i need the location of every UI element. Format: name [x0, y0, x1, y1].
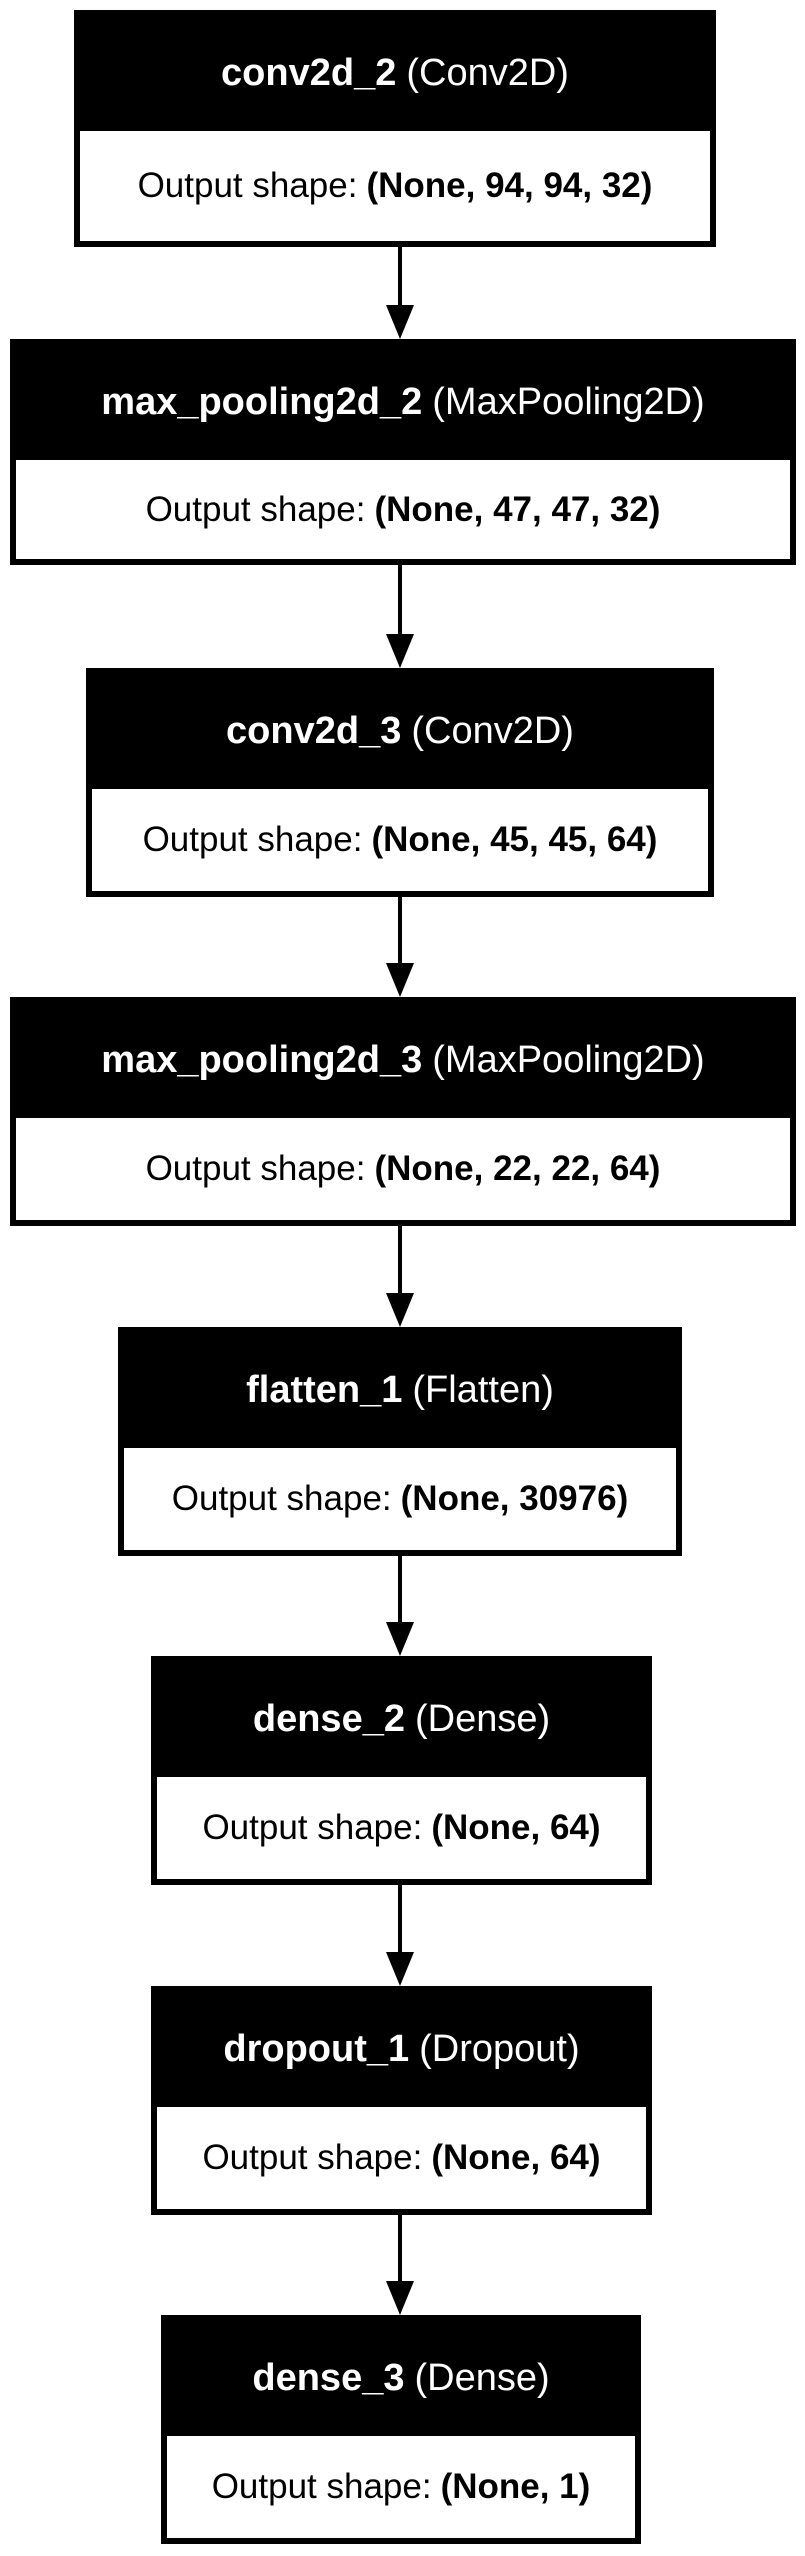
layer-name: conv2d_3 — [226, 710, 402, 752]
layer-type: (MaxPooling2D) — [432, 381, 705, 423]
layer-name: max_pooling2d_3 — [101, 1039, 423, 1081]
layer-node-dense-2: dense_2(Dense) Output shape:(None, 64) — [151, 1656, 652, 1885]
layer-header: max_pooling2d_2(MaxPooling2D) — [16, 345, 790, 460]
output-shape-value: (None, 64) — [431, 1808, 601, 1847]
layer-node-max-pooling2d-3: max_pooling2d_3(MaxPooling2D) Output sha… — [10, 997, 796, 1226]
output-shape-value: (None, 22, 22, 64) — [374, 1149, 661, 1188]
edge-arrow-7 — [386, 2213, 414, 2315]
layer-type: (Dropout) — [419, 2028, 580, 2070]
layer-type: (Conv2D) — [406, 52, 569, 94]
layer-output: Output shape:(None, 22, 22, 64) — [16, 1118, 790, 1220]
layer-name: dropout_1 — [223, 2028, 410, 2070]
edge-arrow-3 — [386, 895, 414, 997]
output-shape-label: Output shape: — [171, 1479, 392, 1518]
layer-output: Output shape:(None, 64) — [157, 1777, 646, 1879]
layer-output: Output shape:(None, 47, 47, 32) — [16, 460, 790, 559]
layer-type: (MaxPooling2D) — [432, 1039, 705, 1081]
edge-arrow-2 — [386, 563, 414, 668]
layer-name: dense_3 — [252, 2357, 405, 2399]
output-shape-label: Output shape: — [211, 2467, 432, 2506]
output-shape-label: Output shape: — [202, 1808, 423, 1847]
layer-node-max-pooling2d-2: max_pooling2d_2(MaxPooling2D) Output sha… — [10, 339, 796, 565]
output-shape-value: (None, 1) — [440, 2467, 591, 2506]
layer-node-dropout-1: dropout_1(Dropout) Output shape:(None, 6… — [151, 1986, 652, 2215]
edge-arrow-6 — [386, 1883, 414, 1986]
layer-type: (Flatten) — [412, 1369, 554, 1411]
layer-output: Output shape:(None, 30976) — [124, 1448, 676, 1550]
layer-node-conv2d-2: conv2d_2(Conv2D) Output shape:(None, 94,… — [74, 10, 716, 247]
layer-name: max_pooling2d_2 — [101, 381, 423, 423]
layer-output: Output shape:(None, 45, 45, 64) — [92, 789, 708, 891]
layer-name: flatten_1 — [246, 1369, 403, 1411]
layer-header: dense_2(Dense) — [157, 1662, 646, 1777]
edge-arrow-4 — [386, 1224, 414, 1327]
layer-header: dropout_1(Dropout) — [157, 1992, 646, 2107]
layer-output: Output shape:(None, 94, 94, 32) — [80, 131, 710, 241]
output-shape-value: (None, 94, 94, 32) — [366, 166, 653, 205]
layer-output: Output shape:(None, 64) — [157, 2107, 646, 2209]
layer-output: Output shape:(None, 1) — [167, 2436, 635, 2538]
output-shape-label: Output shape: — [142, 820, 363, 859]
layer-node-flatten-1: flatten_1(Flatten) Output shape:(None, 3… — [118, 1327, 682, 1556]
output-shape-label: Output shape: — [145, 489, 366, 529]
layer-header: dense_3(Dense) — [167, 2321, 635, 2436]
layer-header: conv2d_3(Conv2D) — [92, 674, 708, 789]
layer-type: (Conv2D) — [411, 710, 574, 752]
output-shape-value: (None, 45, 45, 64) — [371, 820, 658, 859]
output-shape-label: Output shape: — [202, 2138, 423, 2177]
layer-name: dense_2 — [252, 1698, 405, 1740]
layer-header: flatten_1(Flatten) — [124, 1333, 676, 1448]
layer-node-conv2d-3: conv2d_3(Conv2D) Output shape:(None, 45,… — [86, 668, 714, 897]
output-shape-label: Output shape: — [145, 1149, 366, 1188]
layer-header: max_pooling2d_3(MaxPooling2D) — [16, 1003, 790, 1118]
layer-type: (Dense) — [414, 1698, 551, 1740]
edge-arrow-5 — [386, 1554, 414, 1656]
output-shape-value: (None, 47, 47, 32) — [374, 489, 661, 529]
layer-name: conv2d_2 — [221, 52, 397, 94]
output-shape-value: (None, 30976) — [400, 1479, 629, 1518]
layer-header: conv2d_2(Conv2D) — [80, 16, 710, 131]
layer-type: (Dense) — [414, 2357, 550, 2399]
output-shape-label: Output shape: — [137, 166, 358, 205]
layer-node-dense-3: dense_3(Dense) Output shape:(None, 1) — [161, 2315, 641, 2544]
edge-arrow-1 — [386, 245, 414, 339]
output-shape-value: (None, 64) — [431, 2138, 601, 2177]
